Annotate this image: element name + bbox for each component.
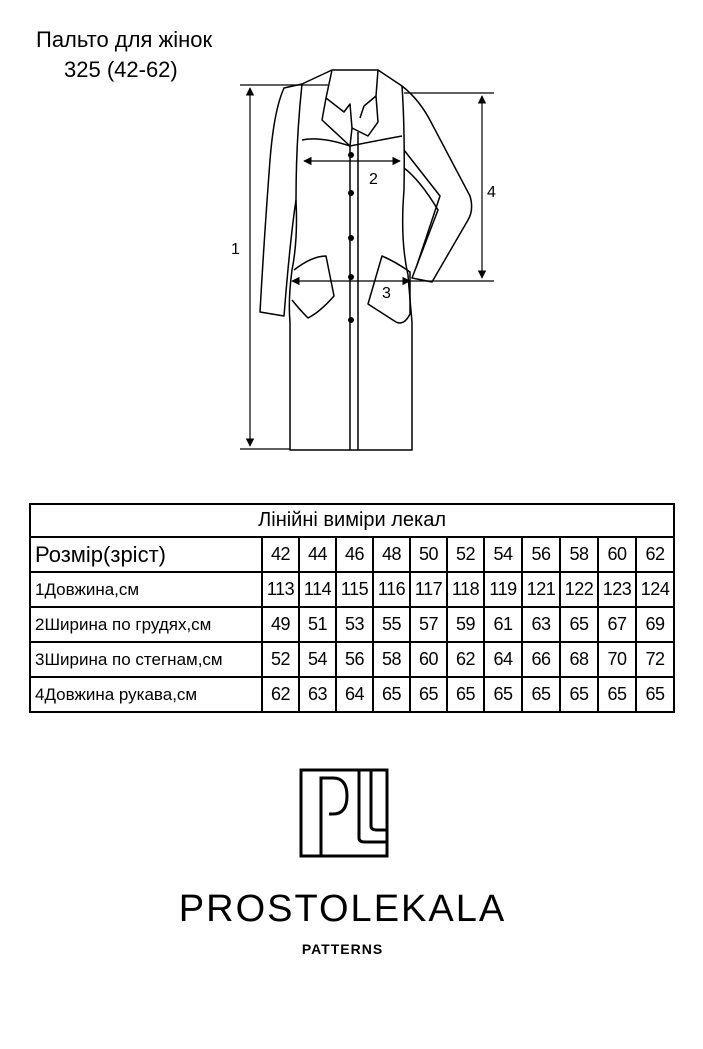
value-cell: 70 [597, 641, 637, 678]
table-row: 4Довжина рукава,см 62 63 64 65 65 65 65 … [29, 676, 676, 713]
value-cell: 122 [559, 571, 599, 608]
coat-body [288, 69, 413, 451]
table-header-row: Розмір(зріст) 42 44 46 48 50 52 54 56 58… [29, 536, 676, 573]
value-cell: 113 [261, 571, 300, 608]
value-cell: 124 [634, 571, 676, 608]
size-cell: 58 [559, 536, 599, 573]
coat-left-pocket [291, 255, 335, 319]
value-cell: 58 [372, 641, 411, 678]
value-cell: 64 [335, 676, 374, 713]
value-cell: 52 [261, 641, 300, 678]
table-row: 3Ширина по стегнам,см 52 54 56 58 60 62 … [29, 641, 676, 678]
table-caption: Лінійні виміри лекал [28, 503, 676, 538]
coat-left-sleeve [259, 83, 303, 317]
value-cell: 119 [483, 571, 523, 608]
value-cell: 121 [521, 571, 561, 608]
coat-right-pocket [367, 255, 411, 324]
sleeve-label: 4 [487, 184, 496, 201]
value-cell: 118 [446, 571, 485, 608]
coat-right-sleeve [401, 85, 473, 283]
value-cell: 114 [298, 571, 337, 608]
value-cell: 123 [597, 571, 637, 608]
size-cell: 56 [521, 536, 561, 573]
size-cell: 60 [597, 536, 637, 573]
table-row: 2Ширина по грудях,см 49 51 53 55 57 59 6… [29, 606, 676, 643]
size-cell: 46 [335, 536, 374, 573]
value-cell: 59 [446, 606, 485, 643]
value-cell: 65 [559, 606, 599, 643]
value-cell: 65 [372, 676, 411, 713]
value-cell: 65 [634, 676, 676, 713]
chest-label: 2 [369, 171, 378, 188]
table-row: 1Довжина,см 113 114 115 116 117 118 119 … [29, 571, 676, 608]
value-cell: 53 [335, 606, 374, 643]
value-cell: 54 [298, 641, 337, 678]
value-cell: 56 [335, 641, 374, 678]
value-cell: 62 [261, 676, 300, 713]
size-cell: 48 [372, 536, 411, 573]
value-cell: 116 [372, 571, 411, 608]
size-cell: 50 [409, 536, 448, 573]
value-cell: 57 [409, 606, 448, 643]
brand-name: PROSTOLEKALA [178, 888, 507, 930]
value-cell: 68 [559, 641, 599, 678]
size-cell: 62 [634, 536, 676, 573]
size-header-label: Розмір(зріст) [29, 536, 263, 573]
value-cell: 65 [446, 676, 485, 713]
size-cell: 54 [483, 536, 523, 573]
row-label: 1Довжина,см [29, 571, 263, 608]
value-cell: 69 [634, 606, 676, 643]
page-subtitle: 325 (42-62) [64, 57, 178, 82]
value-cell: 65 [483, 676, 523, 713]
measurements-table: Лінійні виміри лекал Розмір(зріст) 42 44… [28, 503, 676, 713]
value-cell: 49 [261, 606, 300, 643]
value-cell: 63 [521, 606, 561, 643]
value-cell: 115 [335, 571, 374, 608]
value-cell: 72 [634, 641, 676, 678]
size-cell: 44 [298, 536, 337, 573]
value-cell: 62 [446, 641, 485, 678]
hip-label: 3 [382, 285, 391, 302]
size-cell: 42 [261, 536, 300, 573]
brand-subtitle: PATTERNS [301, 941, 384, 957]
value-cell: 51 [298, 606, 337, 643]
value-cell: 67 [597, 606, 637, 643]
pl-monogram-icon [299, 768, 389, 858]
row-label: 3Ширина по стегнам,см [29, 641, 263, 678]
row-label: 4Довжина рукава,см [29, 676, 263, 713]
value-cell: 65 [409, 676, 448, 713]
value-cell: 60 [409, 641, 448, 678]
value-cell: 65 [559, 676, 599, 713]
value-cell: 65 [597, 676, 637, 713]
coat-sketch [240, 69, 494, 451]
row-label: 2Ширина по грудях,см [29, 606, 263, 643]
size-cell: 52 [446, 536, 485, 573]
value-cell: 64 [483, 641, 523, 678]
value-cell: 55 [372, 606, 411, 643]
coat-buttons [348, 152, 354, 323]
page-title: Пальто для жінок [36, 27, 213, 52]
length-label: 1 [231, 241, 240, 258]
value-cell: 61 [483, 606, 523, 643]
value-cell: 117 [409, 571, 448, 608]
value-cell: 65 [521, 676, 561, 713]
value-cell: 63 [298, 676, 337, 713]
value-cell: 66 [521, 641, 561, 678]
